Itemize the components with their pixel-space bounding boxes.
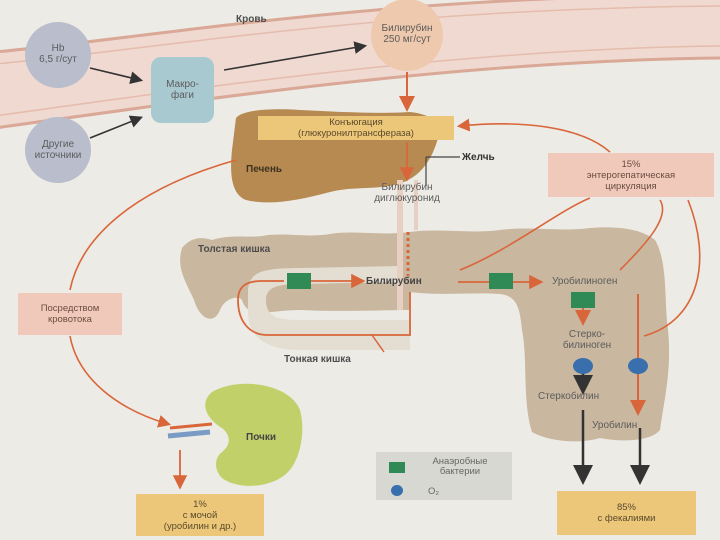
other-sources-node — [25, 117, 91, 183]
via-blood-text: Посредством кровотока — [40, 303, 100, 325]
feces-text: 85% с фекалиями — [597, 502, 656, 524]
conjugation-box — [258, 116, 454, 140]
ureter — [167, 429, 211, 439]
conjugation-text: Конъюгация (глюкуронилтрансфераза) — [298, 117, 414, 139]
liver-label: Печень — [246, 164, 283, 175]
oxygen-marker — [628, 358, 648, 374]
oxygen-marker — [573, 358, 593, 374]
legend-bacteria-label: Анаэробные бактерии — [432, 456, 488, 477]
enterohepatic-text: 15% энтерогепатическая циркуляция — [586, 158, 676, 192]
small-intestine-loop-arrow — [237, 280, 411, 336]
bacteria-marker — [571, 292, 595, 308]
hemoglobin-node — [25, 22, 91, 88]
arrow-liver-to-kidney — [69, 159, 237, 424]
kidney — [205, 383, 303, 486]
large-intestine-label: Толстая кишка — [198, 244, 271, 255]
via-blood-box — [18, 293, 122, 335]
bilirubin-gut-label: Билирубин — [366, 276, 422, 287]
urine-text: 1% с мочой (уробилин и др.) — [163, 498, 237, 532]
other-sources-label: Другие источники — [34, 139, 82, 161]
legend-oxygen-swatch — [391, 485, 403, 496]
blood-vessel — [0, 0, 720, 129]
urine-box — [136, 494, 264, 536]
bacteria-marker — [489, 273, 513, 289]
arrow-hb-to-macrophage — [89, 67, 144, 84]
legend-bacteria-swatch — [389, 462, 405, 473]
bilirubin-blood-node — [371, 0, 443, 71]
urobilin-label: Уробилин — [592, 420, 638, 431]
small-intestine-label: Тонкая кишка — [284, 354, 351, 365]
arrow-urobilinogen-to-enterohepatic — [619, 199, 664, 271]
arrow-enterohepatic-loop — [460, 124, 611, 271]
macrophage-label: Макро- фаги — [166, 79, 199, 101]
bilirubin-diglucuronide-label: Билирубин диглюкуронид — [374, 182, 440, 204]
arrow-enterohepatic-to-urobilinogen — [643, 199, 701, 337]
bilirubin-blood-label: Билирубин 250 мг/сут — [381, 23, 433, 45]
arrow-macrophage-to-bilirubin — [223, 41, 368, 71]
feces-box — [557, 491, 696, 535]
kidneys-label: Почки — [246, 432, 277, 443]
small-intestine — [248, 266, 410, 350]
legend-oxygen-label: O₂ — [428, 486, 440, 497]
macrophage-node — [151, 57, 214, 123]
hb-label: Hb 6,5 г/сут — [39, 43, 77, 65]
arrow-other-to-macrophage — [89, 115, 143, 139]
legend: Анаэробные бактерии O₂ — [376, 452, 512, 500]
bile-label: Желчь — [462, 152, 495, 163]
blood-label: Кровь — [236, 14, 267, 25]
stercobilin-label: Стеркобилин — [538, 391, 600, 402]
bacteria-marker — [287, 273, 311, 289]
enterohepatic-box — [548, 153, 714, 197]
urobilinogen-label: Уробилиноген — [552, 276, 618, 287]
stercobilinogen-label: Стерко- билиноген — [562, 329, 612, 351]
